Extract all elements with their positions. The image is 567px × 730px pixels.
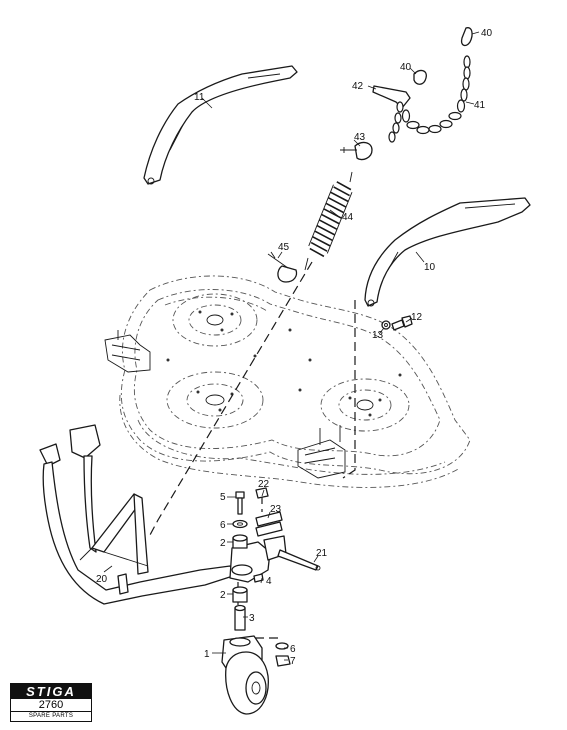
callout-11: 11 bbox=[194, 92, 205, 103]
spacer-plate-23 bbox=[255, 511, 283, 537]
callout-22: 22 bbox=[258, 479, 270, 490]
mower-deck-outline bbox=[104, 275, 471, 488]
diagram-code: 2760 bbox=[10, 699, 92, 712]
callout-2-lower: 2 bbox=[220, 590, 226, 601]
nut-7 bbox=[275, 655, 291, 667]
callout-3: 3 bbox=[249, 613, 255, 624]
callout-12: 12 bbox=[411, 312, 423, 323]
callout-43: 43 bbox=[354, 132, 366, 143]
washer-6-upper bbox=[232, 519, 248, 529]
brand-logo: STIGA bbox=[10, 683, 92, 699]
callout-6-upper: 6 bbox=[220, 520, 226, 531]
callout-45: 45 bbox=[278, 242, 290, 253]
chain-hook-plate bbox=[372, 85, 411, 109]
callout-2-upper: 2 bbox=[220, 538, 226, 549]
callout-20: 20 bbox=[96, 574, 108, 585]
lift-arm-left bbox=[143, 65, 298, 185]
callout-leaders bbox=[103, 31, 480, 661]
callout-numbers: 40 40 41 42 43 44 45 11 10 12 13 22 23 5… bbox=[96, 28, 493, 667]
callout-13: 13 bbox=[372, 330, 384, 341]
chain bbox=[388, 55, 471, 143]
shaft-3 bbox=[234, 604, 246, 631]
brand-logo-block: STIGA 2760 SPARE PARTS bbox=[10, 683, 92, 723]
quick-link-upper bbox=[460, 27, 473, 47]
callout-5: 5 bbox=[220, 492, 226, 503]
shackle-lower bbox=[267, 251, 298, 283]
callout-40-lower: 40 bbox=[400, 62, 412, 73]
bolt-5 bbox=[235, 491, 245, 515]
front-axle-frame bbox=[39, 424, 237, 605]
tension-spring bbox=[304, 171, 353, 271]
callout-23: 23 bbox=[270, 504, 282, 515]
lift-arm-right bbox=[364, 197, 531, 307]
callout-10: 10 bbox=[424, 262, 436, 273]
spare-parts-label: SPARE PARTS bbox=[10, 712, 92, 722]
callout-21: 21 bbox=[316, 548, 328, 559]
bushing-2-lower bbox=[232, 586, 248, 603]
shackle-upper bbox=[340, 141, 373, 161]
quick-link-lower bbox=[413, 69, 427, 85]
callout-6-lower: 6 bbox=[290, 644, 296, 655]
nut-22 bbox=[255, 487, 269, 499]
callout-44: 44 bbox=[342, 212, 354, 223]
callout-42: 42 bbox=[352, 81, 364, 92]
pivot-housing bbox=[229, 535, 321, 583]
washer-6-lower bbox=[275, 642, 289, 650]
callout-40-upper: 40 bbox=[481, 28, 493, 39]
bushing-2-upper bbox=[232, 534, 248, 549]
caster-wheel-1 bbox=[221, 635, 269, 715]
callout-41: 41 bbox=[474, 100, 486, 111]
grease-nipple-4 bbox=[253, 573, 264, 583]
bolt-and-washer bbox=[381, 315, 413, 331]
callout-7: 7 bbox=[290, 656, 296, 667]
callout-4: 4 bbox=[266, 576, 272, 587]
callout-1: 1 bbox=[204, 649, 210, 660]
